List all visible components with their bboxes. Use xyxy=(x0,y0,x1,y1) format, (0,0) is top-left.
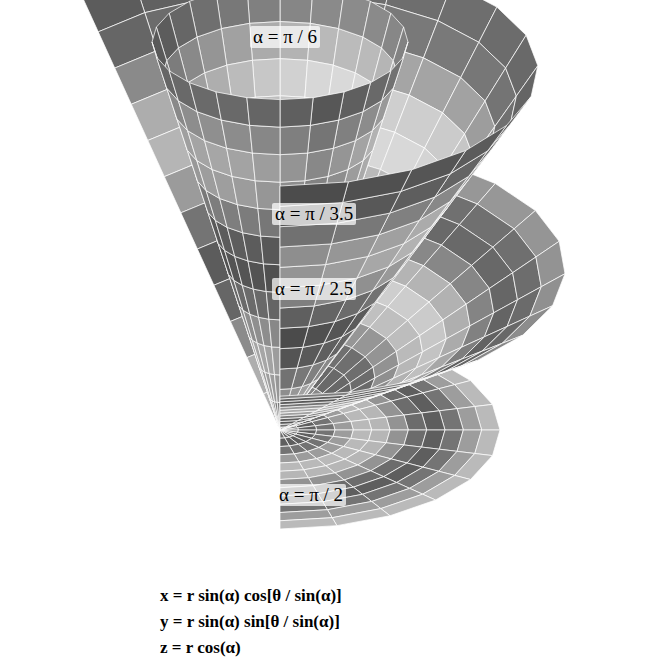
mesh-cell xyxy=(280,518,337,529)
mesh-cell xyxy=(272,347,280,375)
mesh-cell xyxy=(280,153,308,182)
mesh-cell xyxy=(510,66,538,125)
mesh-cell xyxy=(280,430,289,438)
equation: z = r cos(α) xyxy=(160,638,241,658)
mesh-cell xyxy=(280,327,308,349)
mesh-cell xyxy=(232,176,258,208)
mesh-cell xyxy=(450,126,506,174)
mesh-cell xyxy=(369,417,390,430)
mesh-cell xyxy=(381,494,436,516)
mesh-cell xyxy=(247,98,280,127)
mesh-cell xyxy=(280,98,313,127)
mesh-cell xyxy=(280,306,314,328)
mesh-cell xyxy=(298,426,317,430)
mesh-cell xyxy=(252,59,280,98)
mesh-cell xyxy=(280,244,331,267)
mesh-cell xyxy=(237,205,260,237)
mesh-cell xyxy=(274,375,280,403)
angle-label: α = π / 2.5 xyxy=(272,278,356,300)
mesh-cell xyxy=(275,402,280,430)
mesh-cell xyxy=(252,153,280,182)
mesh-cell xyxy=(461,335,523,366)
mesh-cell xyxy=(444,343,502,372)
mesh-cell xyxy=(280,446,294,455)
mesh-cell xyxy=(502,306,552,343)
mesh-cell xyxy=(271,400,280,430)
mesh-cell xyxy=(277,402,280,430)
angle-label: α = π / 2 xyxy=(276,484,346,506)
mesh-cell xyxy=(280,454,299,463)
mesh-cell xyxy=(269,319,280,347)
angle-label: α = π / 6 xyxy=(250,26,320,48)
mesh-cell xyxy=(216,92,250,125)
mesh-cell xyxy=(346,380,419,395)
angle-label: α = π / 3.5 xyxy=(272,203,356,225)
mesh-cell xyxy=(280,347,303,369)
mesh-cell xyxy=(280,59,308,98)
mesh-cell xyxy=(280,417,304,430)
mesh-cell xyxy=(250,125,280,154)
mesh-cell xyxy=(315,424,335,430)
mesh-cell xyxy=(280,223,337,247)
mesh-cell xyxy=(351,419,372,430)
equation: x = r sin(α) cos[θ / sin(α)] xyxy=(160,586,342,606)
mesh-cell xyxy=(280,125,310,154)
cone-mesh xyxy=(82,0,565,529)
mesh-cell xyxy=(333,421,353,430)
mesh-cell xyxy=(343,170,412,203)
mesh-cell xyxy=(189,83,221,120)
mesh-cell xyxy=(280,368,297,389)
mesh-cell xyxy=(280,0,313,23)
mesh-cell xyxy=(280,392,352,399)
mesh-cell xyxy=(243,233,264,264)
mesh-cell xyxy=(339,83,371,120)
equation: y = r sin(α) sin[θ / sin(α)] xyxy=(160,612,340,632)
mesh-cell xyxy=(475,430,500,456)
mesh-cell xyxy=(270,399,280,430)
mesh-cell xyxy=(332,509,390,526)
mesh-cell xyxy=(280,438,289,447)
mesh-cell xyxy=(247,0,280,23)
mesh-cell xyxy=(423,475,471,500)
mesh-cell xyxy=(261,236,280,265)
mesh-cell xyxy=(455,453,493,479)
mesh-cell xyxy=(272,401,280,430)
mesh-cell xyxy=(280,430,285,438)
mesh-cell xyxy=(310,92,344,125)
